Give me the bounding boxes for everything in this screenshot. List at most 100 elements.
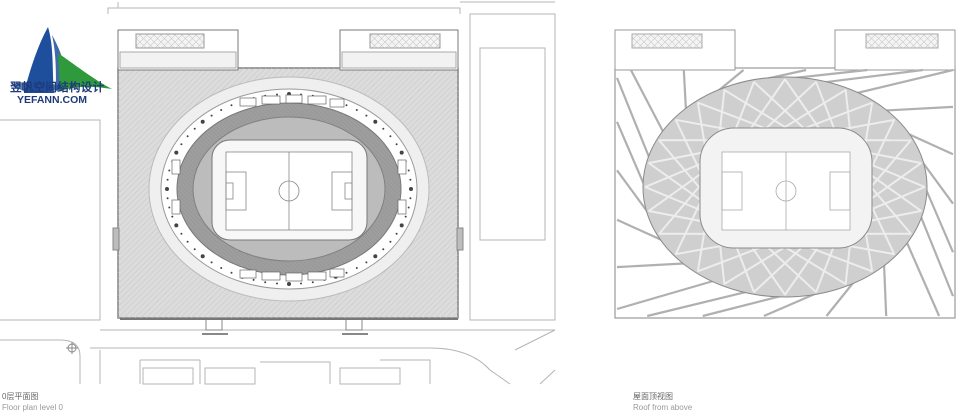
column-marker — [174, 223, 179, 228]
right-caption-en: Roof from above — [633, 403, 693, 412]
football-pitch — [225, 151, 353, 231]
column-marker — [345, 271, 348, 274]
column-marker — [407, 169, 410, 172]
column-marker — [166, 197, 169, 200]
roof-lattice-beam — [616, 262, 687, 269]
logo-sail-icon — [10, 27, 112, 93]
roof-lattice-beam — [919, 158, 954, 205]
column-marker — [180, 143, 183, 146]
roof-lattice-beam — [883, 105, 954, 112]
column-marker — [210, 261, 213, 264]
roof-lattice-beam — [882, 263, 888, 317]
right-caption: 屋面顶视图 Roof from above — [633, 391, 692, 413]
left-caption: 0层平面图 Floor plan level 0 — [2, 391, 63, 413]
roof-lattice-beam — [615, 77, 651, 160]
column-marker — [165, 187, 169, 191]
right-caption-cn: 屋面顶视图 — [633, 392, 673, 401]
roof-lattice-beam — [905, 240, 941, 317]
roof-lattice-beam — [646, 290, 750, 318]
left-caption-en: Floor plan level 0 — [2, 403, 63, 412]
roof-lattice-beam — [616, 279, 716, 311]
column-marker — [252, 278, 255, 281]
roof-pitch-below — [721, 151, 851, 231]
left-caption-cn: 0层平面图 — [2, 392, 39, 401]
roof-truss — [765, 244, 817, 294]
roof-lattice-beam — [629, 69, 665, 134]
roof-truss — [674, 199, 703, 255]
column-marker — [409, 197, 412, 200]
roof-truss — [647, 172, 702, 213]
roof-lattice-beam — [616, 169, 651, 216]
column-marker — [300, 282, 302, 285]
roof-from-above — [614, 29, 956, 319]
column-marker — [276, 93, 278, 96]
column-marker — [395, 143, 398, 146]
floor-plan-level-0 — [112, 29, 464, 335]
roof-lattice-beam — [905, 131, 954, 156]
roof-truss — [783, 78, 824, 134]
column-marker — [355, 109, 358, 111]
column-marker — [287, 282, 291, 286]
column-marker — [166, 178, 169, 181]
logo-company-name: 翌帆空间结构设计 — [10, 80, 105, 94]
column-marker — [409, 178, 412, 181]
column-marker — [345, 104, 348, 107]
column-marker — [210, 114, 213, 117]
column-marker — [389, 135, 392, 138]
column-marker — [399, 223, 404, 228]
column-marker — [230, 104, 233, 107]
column-marker — [395, 232, 398, 235]
roof-truss — [658, 186, 700, 235]
roof-truss — [803, 244, 873, 273]
roof-lattice-beam — [702, 293, 786, 318]
column-marker — [382, 127, 385, 130]
column-marker — [355, 267, 358, 269]
column-marker — [407, 206, 410, 209]
column-marker — [186, 135, 189, 138]
roof-truss — [784, 246, 847, 286]
column-marker — [180, 232, 183, 235]
column-marker — [168, 169, 171, 172]
roof-truss — [867, 119, 896, 175]
roof-truss — [746, 240, 787, 296]
column-marker — [193, 248, 196, 251]
roof-lattice-beam — [923, 186, 955, 253]
column-marker — [399, 150, 404, 155]
column-marker — [193, 127, 196, 130]
roof-truss — [723, 88, 786, 128]
roof-lattice-beam — [616, 218, 665, 243]
roof-lattice-beam — [854, 68, 954, 95]
column-marker — [404, 215, 407, 218]
column-marker — [220, 109, 223, 111]
column-marker — [168, 206, 171, 209]
roof-lattice-beam — [919, 214, 955, 297]
column-marker — [373, 119, 378, 124]
roof-lattice-beam — [821, 68, 923, 84]
column-marker — [365, 114, 368, 117]
roof-truss — [697, 101, 767, 130]
column-marker — [409, 187, 413, 191]
roof-lattice-beam — [825, 279, 856, 317]
north-arrow-symbol — [66, 342, 78, 354]
column-marker — [382, 248, 385, 251]
logo-url-text: YEFANN.COM — [17, 94, 88, 106]
column-marker — [389, 240, 392, 243]
column-marker — [311, 281, 314, 284]
roof-truss — [868, 161, 923, 202]
column-marker — [264, 281, 267, 284]
column-marker — [200, 119, 205, 124]
roof-lattice-beam — [682, 69, 688, 111]
roof-truss — [753, 80, 805, 130]
roof-truss — [862, 185, 926, 214]
column-marker — [276, 282, 278, 285]
roof-truss — [644, 160, 708, 189]
column-marker — [365, 261, 368, 264]
column-marker — [373, 254, 378, 259]
roof-truss — [868, 172, 923, 213]
column-marker — [186, 240, 189, 243]
column-marker — [174, 150, 179, 155]
column-marker — [200, 254, 205, 259]
site-context-left — [0, 1, 556, 385]
roof-lattice-beam — [615, 121, 647, 188]
